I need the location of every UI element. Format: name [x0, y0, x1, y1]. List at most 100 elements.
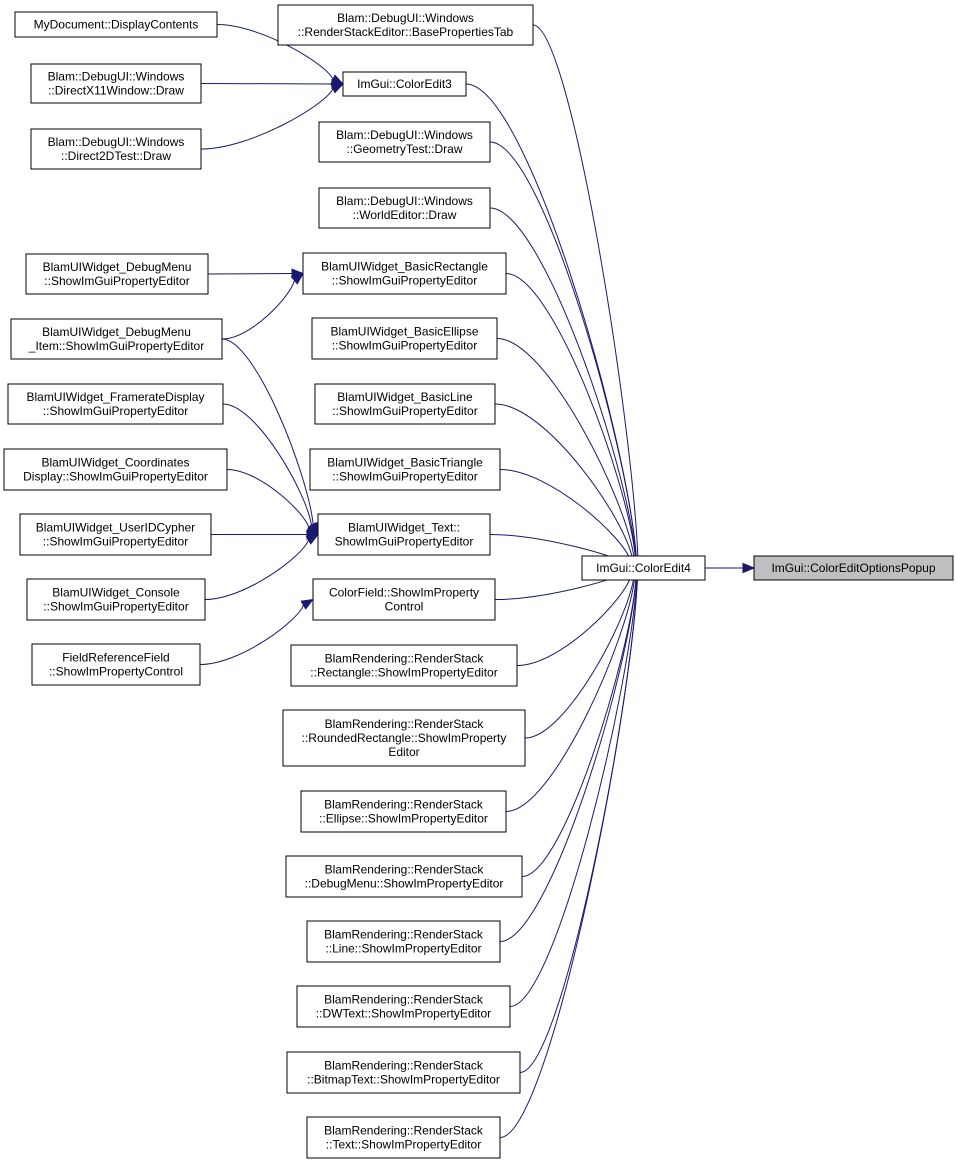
- node-coords[interactable]: BlamUIWidget_CoordinatesDisplay::ShowImG…: [3, 448, 228, 491]
- node-label-line: Control: [385, 600, 424, 614]
- node-rsround[interactable]: BlamRendering::RenderStack::RoundedRecta…: [282, 709, 526, 767]
- node-box: [10, 318, 223, 360]
- node-label-line: BlamUIWidget_DebugMenu: [42, 325, 191, 339]
- node-rsdwtext[interactable]: BlamRendering::RenderStack::DWText::Show…: [296, 985, 511, 1028]
- edge-baseprop-to-ce4: [532, 24, 639, 558]
- node-label-line: ::ShowImGuiPropertyEditor: [44, 274, 189, 288]
- node-rsellipse[interactable]: BlamRendering::RenderStack::Ellipse::Sho…: [300, 790, 507, 833]
- node-ce3[interactable]: ImGui::ColorEdit3: [342, 71, 467, 97]
- node-label-line: ImGui::ColorEdit3: [357, 77, 452, 91]
- node-ce4[interactable]: ImGui::ColorEdit4: [581, 555, 706, 581]
- arrowhead-console-to-text: [305, 533, 320, 545]
- node-dmenuitem[interactable]: BlamUIWidget_DebugMenu_Item::ShowImGuiPr…: [10, 318, 223, 360]
- node-label-line: BlamUIWidget_BasicEllipse: [330, 325, 478, 339]
- node-label-line: BlamRendering::RenderStack: [325, 652, 485, 666]
- node-console[interactable]: BlamUIWidget_Console::ShowImGuiPropertyE…: [26, 578, 206, 621]
- node-label-line: ::Rectangle::ShowImPropertyEditor: [310, 666, 497, 680]
- edge-rsline-to-ce4: [499, 578, 637, 942]
- node-box: [314, 383, 496, 425]
- node-box: [317, 513, 491, 556]
- node-label-line: BlamRendering::RenderStack: [324, 993, 484, 1007]
- node-box: [581, 555, 706, 581]
- node-popup[interactable]: ImGui::ColorEditOptionsPopup: [753, 555, 954, 581]
- node-label-line: FieldReferenceField: [62, 651, 169, 665]
- node-rsdmenu[interactable]: BlamRendering::RenderStack::DebugMenu::S…: [285, 855, 523, 898]
- node-label-line: ::ShowImGuiPropertyEditor: [43, 404, 188, 418]
- node-label-line: ::ShowImGuiPropertyEditor: [332, 339, 477, 353]
- node-box: [302, 252, 507, 295]
- node-label-line: Blam::DebugUI::Windows: [336, 128, 473, 142]
- nodes-layer: ImGui::ColorEditOptionsPopup ImGui::Color…: [3, 4, 954, 1159]
- node-box: [296, 985, 511, 1028]
- node-label-line: ::GeometryTest::Draw: [346, 142, 462, 156]
- node-label-line: ::ShowImGuiPropertyEditor: [332, 274, 477, 288]
- node-label-line: BlamUIWidget_BasicTriangle: [327, 456, 483, 470]
- node-label-line: BlamUIWidget_BasicRectangle: [321, 260, 488, 274]
- node-geom[interactable]: Blam::DebugUI::Windows::GeometryTest::Dr…: [318, 121, 491, 163]
- node-label-line: _Item::ShowImGuiPropertyEditor: [28, 339, 204, 353]
- node-label-line: BlamUIWidget_DebugMenu: [43, 260, 192, 274]
- node-box: [306, 920, 501, 963]
- arrowhead-ce4-to-popup: [742, 562, 756, 574]
- node-bline[interactable]: BlamUIWidget_BasicLine::ShowImGuiPropert…: [314, 383, 496, 425]
- node-dx11[interactable]: Blam::DebugUI::Windows::DirectX11Window:…: [30, 63, 202, 104]
- edge-fieldref-to-colorfield: [199, 604, 304, 665]
- node-fieldref[interactable]: FieldReferenceField::ShowImPropertyContr…: [31, 643, 201, 686]
- node-label-line: Blam::DebugUI::Windows: [336, 194, 473, 208]
- node-label-line: ShowImGuiPropertyEditor: [335, 535, 474, 549]
- node-label-line: ::ShowImGuiPropertyEditor: [43, 535, 188, 549]
- edge-rsbitmap-to-ce4: [519, 578, 638, 1073]
- node-label-line: ::WorldEditor::Draw: [353, 208, 457, 222]
- node-label-line: BlamRendering::RenderStack: [325, 863, 485, 877]
- edge-rsround-to-ce4: [524, 577, 635, 739]
- node-colorfield[interactable]: ColorField::ShowImPropertyControl: [312, 578, 496, 621]
- arrowhead-d2d-to-ce3: [330, 83, 345, 94]
- node-btri[interactable]: BlamUIWidget_BasicTriangle::ShowImGuiPro…: [309, 448, 501, 491]
- node-label-line: ::RenderStackEditor::BasePropertiesTab: [298, 25, 514, 39]
- node-bellipse[interactable]: BlamUIWidget_BasicEllipse::ShowImGuiProp…: [311, 317, 498, 360]
- node-box: [311, 317, 498, 360]
- node-rstext[interactable]: BlamRendering::RenderStack::Text::ShowIm…: [306, 1116, 501, 1159]
- node-box: [19, 513, 212, 556]
- node-rsline[interactable]: BlamRendering::RenderStack::Line::ShowIm…: [306, 920, 501, 963]
- node-d2d[interactable]: Blam::DebugUI::Windows::Direct2DTest::Dr…: [30, 128, 202, 170]
- node-label-line: BlamRendering::RenderStack: [324, 798, 484, 812]
- node-text[interactable]: BlamUIWidget_Text::ShowImGuiPropertyEdit…: [317, 513, 491, 556]
- node-baseprop[interactable]: Blam::DebugUI::Windows::RenderStackEdito…: [277, 4, 534, 46]
- node-box: [309, 448, 501, 491]
- edge-framerate-to-text: [222, 403, 313, 526]
- node-box: [31, 643, 201, 686]
- node-box: [282, 709, 526, 767]
- edge-mydoc-to-ce3: [216, 24, 334, 80]
- node-label-line: BlamRendering::RenderStack: [325, 717, 485, 731]
- node-world[interactable]: Blam::DebugUI::Windows::WorldEditor::Dra…: [318, 187, 491, 229]
- node-dmenu[interactable]: BlamUIWidget_DebugMenu::ShowImGuiPropert…: [25, 253, 209, 295]
- node-box: [318, 187, 491, 229]
- node-label-line: BlamRendering::RenderStack: [324, 1059, 484, 1073]
- node-label-line: ::Direct2DTest::Draw: [61, 149, 171, 163]
- edge-coords-to-text: [226, 469, 310, 529]
- node-label-line: Editor: [388, 745, 419, 759]
- node-box: [306, 1116, 501, 1159]
- edge-rstext-to-ce4: [499, 578, 638, 1138]
- node-label-line: ::ShowImPropertyControl: [49, 665, 183, 679]
- node-rsbitmap[interactable]: BlamRendering::RenderStack::BitmapText::…: [286, 1051, 521, 1094]
- edge-rsdmenu-to-ce4: [521, 578, 637, 877]
- node-label-line: ::DirectX11Window::Draw: [48, 84, 184, 98]
- node-brect[interactable]: BlamUIWidget_BasicRectangle::ShowImGuiPr…: [302, 252, 507, 295]
- edge-brect-to-ce4: [505, 273, 636, 559]
- node-useridc[interactable]: BlamUIWidget_UserIDCypher::ShowImGuiProp…: [19, 513, 212, 556]
- node-mydoc[interactable]: MyDocument::DisplayContents: [14, 11, 218, 38]
- node-box: [286, 1051, 521, 1094]
- node-box: [312, 578, 496, 621]
- node-rsrect[interactable]: BlamRendering::RenderStack::Rectangle::S…: [290, 644, 518, 687]
- node-label-line: ImGui::ColorEditOptionsPopup: [771, 561, 935, 575]
- node-box: [26, 578, 206, 621]
- node-label-line: ::ShowImGuiPropertyEditor: [332, 404, 477, 418]
- node-label-line: BlamRendering::RenderStack: [324, 1124, 484, 1138]
- node-framerate[interactable]: BlamUIWidget_FramerateDisplay::ShowImGui…: [7, 383, 224, 425]
- edge-rsellipse-to-ce4: [505, 577, 636, 812]
- edge-dmenuitem-to-brect: [221, 280, 295, 340]
- node-label-line: BlamUIWidget_FramerateDisplay: [26, 390, 204, 404]
- edge-btri-to-ce4: [499, 469, 632, 562]
